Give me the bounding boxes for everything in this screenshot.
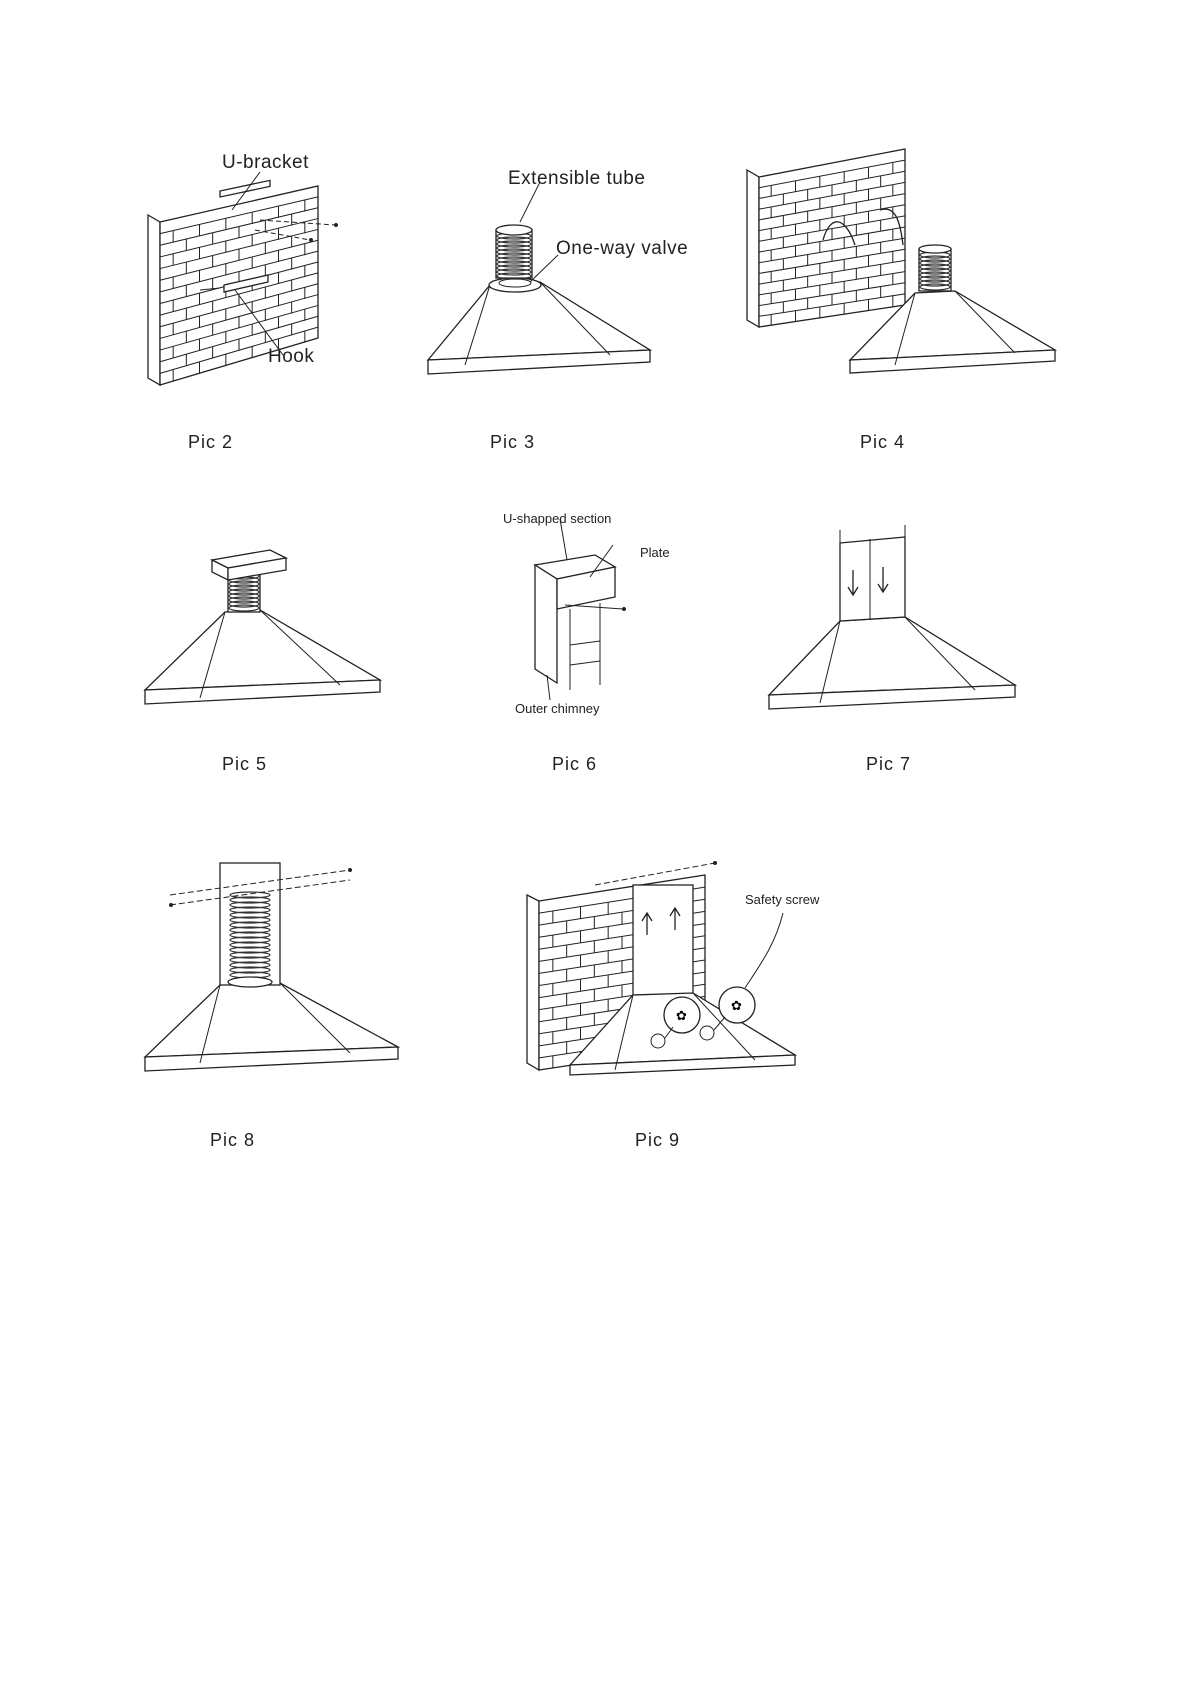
caption-pic-4: Pic 4 — [860, 432, 905, 453]
figure-pic-9: ✿ ✿ Safety screw — [525, 855, 855, 1100]
figure-pic-4 — [745, 145, 1085, 395]
label-plate: Plate — [640, 545, 670, 560]
label-one-way-valve: One-way valve — [556, 238, 688, 260]
label-safety-screw: Safety screw — [745, 892, 819, 907]
figure-pic-6: U-shapped section Plate Outer chimney — [495, 505, 705, 725]
figure-pic-7 — [765, 525, 1025, 730]
figure-pic-3: Extensible tube One-way valve — [420, 160, 700, 390]
chimney-section-illustration — [495, 505, 705, 725]
hood-with-tube-illustration — [420, 160, 700, 390]
label-extensible-tube: Extensible tube — [508, 168, 645, 190]
wall-bracket-illustration — [140, 150, 360, 390]
caption-pic-9: Pic 9 — [635, 1130, 680, 1151]
label-hook: Hook — [268, 346, 314, 368]
label-u-shapped-section: U-shapped section — [503, 511, 611, 526]
figure-pic-2: U-bracket Hook — [140, 150, 360, 390]
figure-pic-5 — [140, 540, 420, 730]
caption-pic-2: Pic 2 — [188, 432, 233, 453]
caption-pic-6: Pic 6 — [552, 754, 597, 775]
caption-pic-5: Pic 5 — [222, 754, 267, 775]
caption-pic-8: Pic 8 — [210, 1130, 255, 1151]
hood-chimney-extended-illustration — [140, 855, 410, 1100]
svg-text:✿: ✿ — [731, 999, 742, 1014]
label-outer-chimney: Outer chimney — [515, 701, 600, 716]
hood-with-chimney-illustration — [765, 525, 1025, 730]
caption-pic-3: Pic 3 — [490, 432, 535, 453]
label-u-bracket: U-bracket — [222, 152, 309, 174]
svg-text:✿: ✿ — [676, 1009, 687, 1024]
caption-pic-7: Pic 7 — [866, 754, 911, 775]
figure-pic-8 — [140, 855, 410, 1100]
hood-with-plate-illustration — [140, 540, 420, 730]
hood-hanging-illustration — [745, 145, 1085, 395]
